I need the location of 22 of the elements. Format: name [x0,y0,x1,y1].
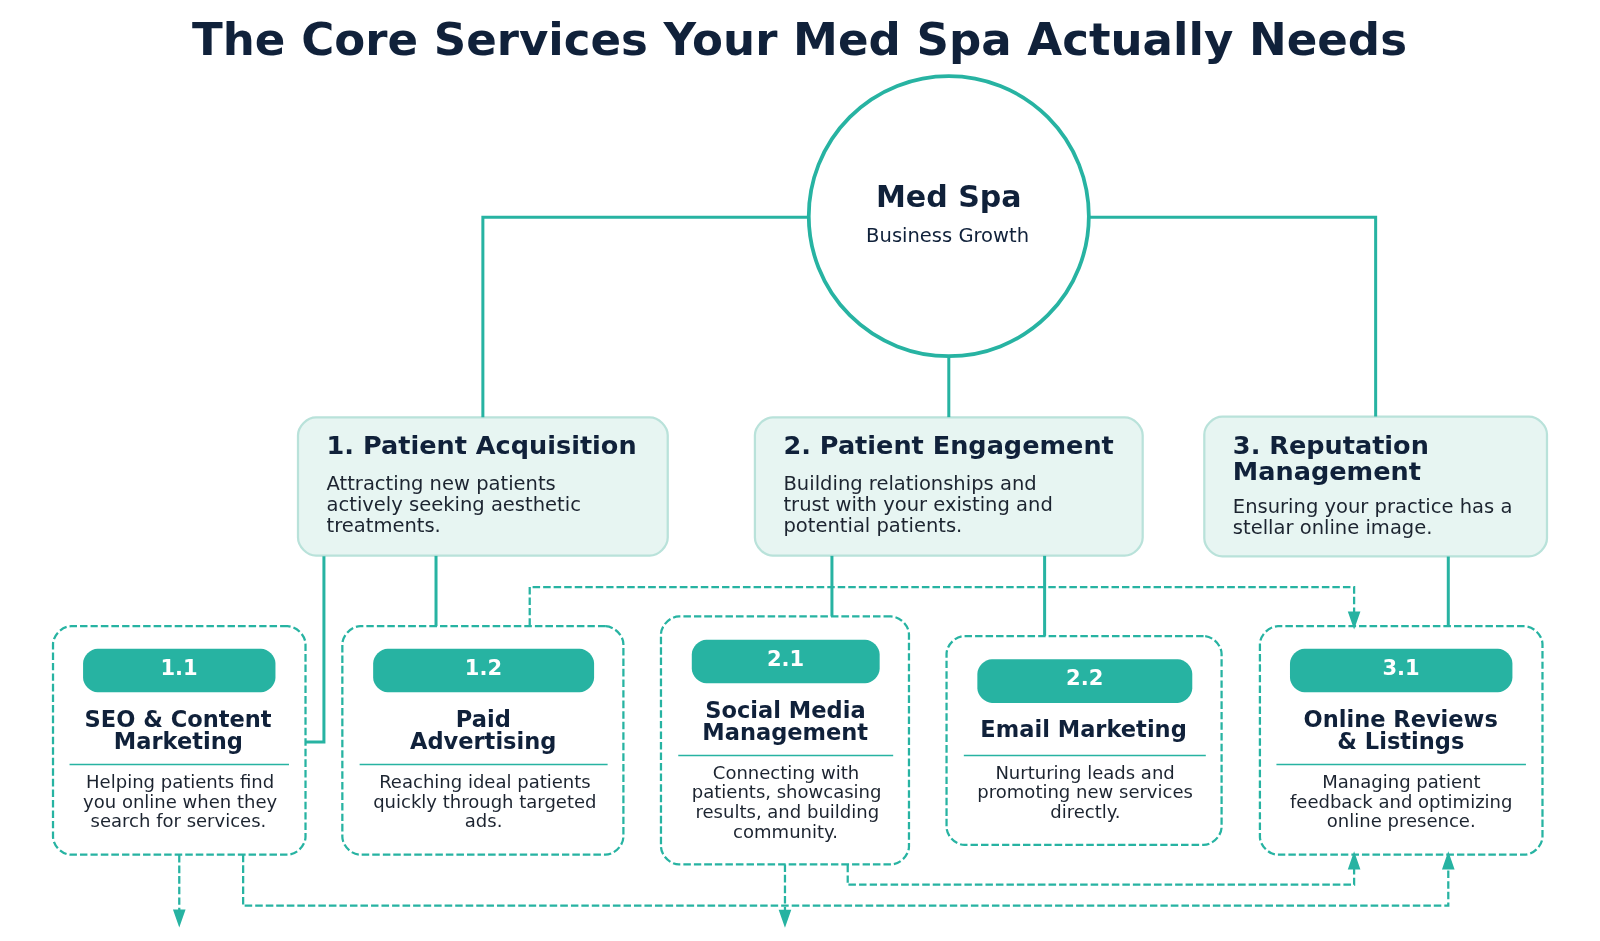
node-box: 2.2 Email Marketing Nurturing leads and promoting new services directly. [945,634,1223,847]
node-box: 1.1 SEO & Content Marketing Helping patients find you online when they search for services. [51,625,307,856]
node-box: 2. Patient Engagement Building relationships and trust with your existing and potential patients. [753,416,1144,557]
node-box: 1. Patient Acquisition Attracting new patients actively seeking aesthetic treatments. [296,416,669,557]
node-box: 1.2 Paid Advertising Reaching ideal patients quickly through targeted ads. [341,625,625,856]
arrow [242,851,1455,907]
connector [947,356,951,418]
connector [1043,555,1047,636]
node-circle: Med Spa Business Growth [806,74,1091,359]
connector [434,555,438,627]
node-box: 3.1 Online Reviews & Listings Managing patient feedback and optimizing online presence. [1258,625,1544,856]
arrow [778,864,792,928]
arrow [172,855,186,928]
node-box: 3. Reputation Management Ensuring your practice has a stellar online image. [1203,415,1549,558]
connector [305,556,326,744]
diagram-title: The Core Services Your Med Spa Actually Needs [192,12,1407,66]
connector [1446,556,1450,627]
connector [830,555,834,617]
node-box: 2.1 Social Media Management Connecting with patients, showcasing results, and building community. [659,615,911,866]
connector [481,215,809,418]
connector [1089,215,1378,417]
arrow [528,585,1361,630]
